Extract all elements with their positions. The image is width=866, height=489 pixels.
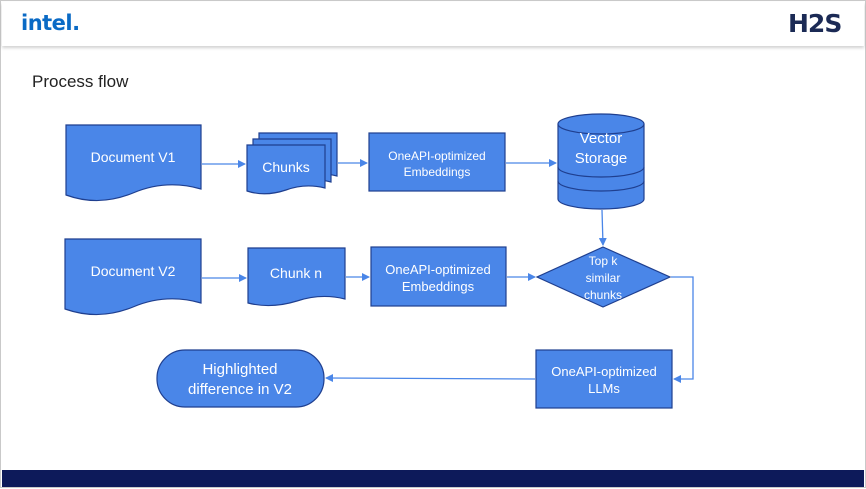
header-bar: intel. H2S — [2, 2, 864, 46]
result-line1: Highlighted — [202, 361, 277, 378]
document-v1-label: Document V1 — [91, 149, 176, 165]
document-v2-label: Document V2 — [91, 263, 176, 279]
vector-storage-line2: Storage — [575, 150, 628, 167]
embeddings-1-line1: OneAPI-optimized — [388, 149, 485, 163]
embeddings-2-line2: Embeddings — [402, 279, 475, 294]
chunks-label: Chunks — [262, 159, 309, 175]
arrow-vector-storage-to-top-k — [598, 209, 607, 246]
chunk-n-label: Chunk n — [270, 265, 322, 281]
slide-title: Process flow — [32, 72, 129, 91]
llms-line1: OneAPI-optimized — [551, 364, 657, 379]
h2s-logo: H2S — [788, 9, 842, 38]
embeddings-1-line2: Embeddings — [404, 165, 471, 179]
top-k-node: Top k similar chunks — [535, 246, 672, 308]
top-k-line2: similar — [586, 271, 621, 285]
top-k-line3: chunks — [584, 288, 622, 302]
document-v1-node: Document V1 — [65, 124, 202, 202]
chunk-n-node: Chunk n — [247, 247, 346, 307]
vector-storage-node: Vector Storage — [557, 113, 645, 210]
llms-node: OneAPI-optimized LLMs — [535, 349, 673, 409]
llms-line2: LLMs — [588, 381, 620, 396]
document-v2-node: Document V2 — [64, 238, 202, 316]
embeddings-2-node: OneAPI-optimized Embeddings — [370, 246, 507, 307]
footer-bar — [2, 470, 864, 487]
top-k-line1: Top k — [589, 254, 619, 268]
embeddings-2-line1: OneAPI-optimized — [385, 262, 491, 277]
chunks-node: Chunks — [246, 132, 338, 195]
intel-logo: intel. — [21, 11, 80, 35]
arrow-llms-to-result — [325, 374, 536, 383]
result-node: Highlighted difference in V2 — [156, 349, 325, 408]
embeddings-1-node: OneAPI-optimized Embeddings — [368, 132, 506, 192]
result-line2: difference in V2 — [188, 381, 292, 398]
vector-storage-line1: Vector — [580, 130, 623, 147]
arrow-top-k-to-llms — [671, 276, 694, 383]
